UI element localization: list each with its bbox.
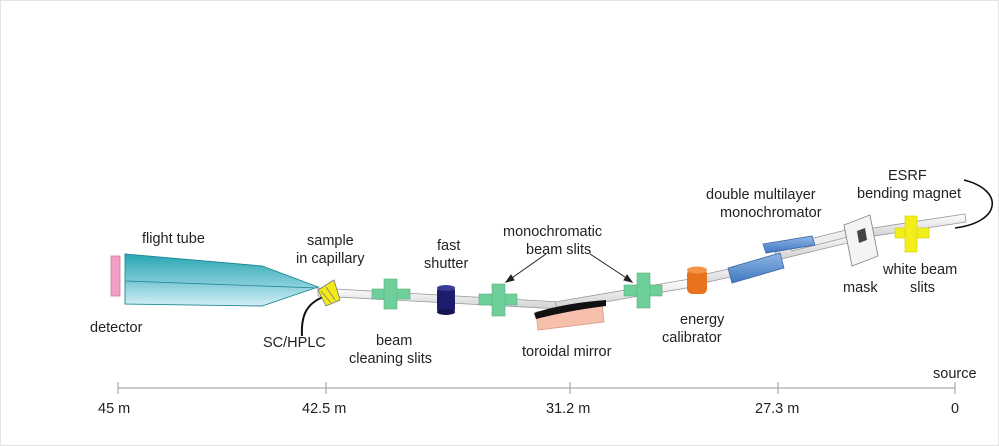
- beam-cleaning-slits-icon: [371, 278, 411, 310]
- bending-magnet-arc: [954, 179, 994, 229]
- monochromator-icon: [727, 235, 816, 284]
- label-fast-shutter-2: shutter: [424, 256, 468, 272]
- label-sample-1: sample: [307, 233, 354, 249]
- fast-shutter-icon: [437, 285, 455, 315]
- label-fast-shutter-1: fast: [437, 238, 460, 254]
- label-sample-2: in capillary: [296, 251, 365, 267]
- label-mono-slits-2: beam slits: [526, 242, 591, 258]
- flight-tube-icon: [124, 253, 320, 307]
- tick-label-42-5m: 42.5 m: [302, 401, 346, 417]
- toroidal-mirror-icon: [534, 300, 606, 331]
- label-white-slits-1: white beam: [882, 262, 957, 278]
- detector-icon: [110, 255, 121, 297]
- distance-scale: source 45 m 42.5 m 31.2 m 27.3 m 0: [98, 366, 977, 417]
- label-beam-cleaning-2: cleaning slits: [349, 351, 432, 367]
- tick-label-0: 0: [951, 401, 959, 417]
- label-esrf-1: ESRF: [888, 168, 927, 184]
- mask-icon: [843, 214, 879, 267]
- label-monochromator-2: monochromator: [720, 205, 822, 221]
- tick-label-27-3m: 27.3 m: [755, 401, 799, 417]
- label-source: source: [933, 366, 977, 382]
- label-toroidal-mirror: toroidal mirror: [522, 344, 612, 360]
- pointer-arrows: [504, 253, 634, 283]
- sample-capillary-icon: [300, 279, 341, 337]
- label-detector: detector: [90, 320, 143, 336]
- label-energy-2: calibrator: [662, 330, 722, 346]
- mono-beam-slits-left-icon: [478, 283, 518, 317]
- label-beam-cleaning-1: beam: [376, 333, 412, 349]
- label-sc-hplc: SC/HPLC: [263, 335, 326, 351]
- label-mask: mask: [843, 280, 878, 296]
- tick-label-45m: 45 m: [98, 401, 130, 417]
- label-mono-slits-1: monochromatic: [503, 224, 602, 240]
- label-esrf-2: bending magnet: [857, 186, 961, 202]
- label-white-slits-2: slits: [910, 280, 935, 296]
- energy-calibrator-icon: [687, 266, 707, 294]
- label-energy-1: energy: [680, 312, 725, 328]
- label-flight-tube: flight tube: [142, 231, 205, 247]
- label-monochromator-1: double multilayer: [706, 187, 816, 203]
- mono-beam-slits-right-icon: [623, 272, 663, 309]
- tick-label-31-2m: 31.2 m: [546, 401, 590, 417]
- white-beam-slits-icon: [894, 215, 930, 253]
